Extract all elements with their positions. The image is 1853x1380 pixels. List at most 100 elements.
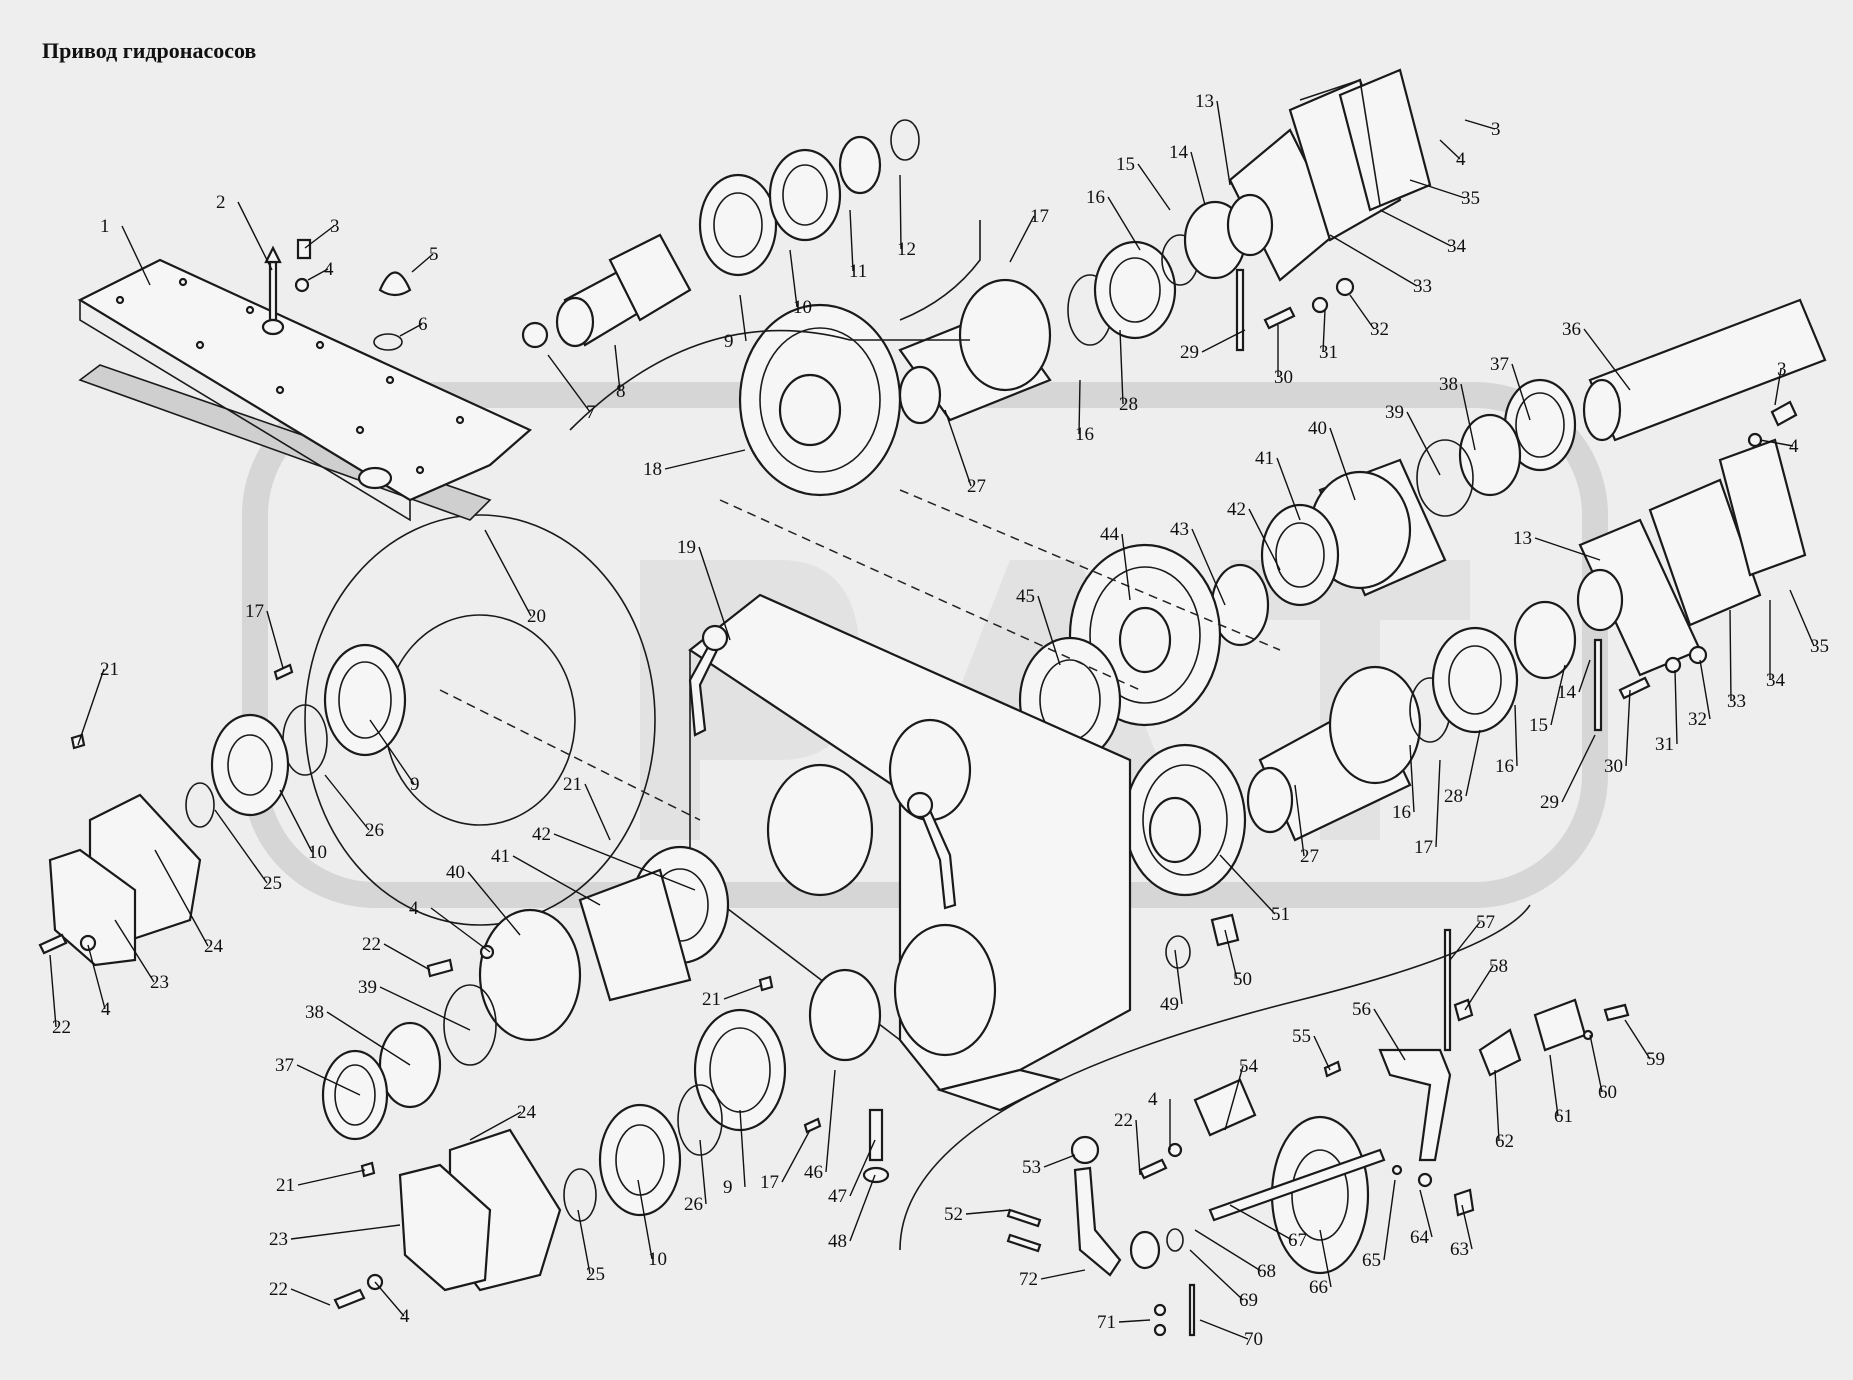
leader-line bbox=[1511, 363, 1531, 421]
leader-line bbox=[637, 1179, 653, 1260]
washer-4-right bbox=[1747, 432, 1763, 448]
callout-number: 30 bbox=[1274, 367, 1293, 388]
callout-number: 28 bbox=[1444, 786, 1463, 807]
callout-2: 2 bbox=[216, 192, 273, 271]
callout-number: 41 bbox=[1255, 448, 1274, 469]
leader-line bbox=[369, 719, 415, 785]
callout-number: 69 bbox=[1239, 1290, 1258, 1311]
callout-number: 14 bbox=[1557, 682, 1577, 703]
callout-number: 21 bbox=[563, 774, 582, 795]
callout-number: 25 bbox=[586, 1264, 605, 1285]
callout-number: 60 bbox=[1598, 1082, 1617, 1103]
leader-line bbox=[1224, 929, 1238, 980]
callout-27: 27 bbox=[944, 409, 986, 497]
bearing-cover-left bbox=[48, 793, 202, 967]
callout-25: 25 bbox=[577, 1209, 605, 1285]
callout-33: 33 bbox=[1727, 609, 1746, 712]
connector-arc-bottom bbox=[899, 904, 1531, 1251]
callout-number: 23 bbox=[150, 972, 169, 993]
gear-18 bbox=[738, 303, 902, 497]
leader-line bbox=[825, 1069, 836, 1173]
leader-line bbox=[297, 1169, 366, 1186]
bolt-22-lower bbox=[426, 958, 454, 978]
callout-number: 65 bbox=[1362, 1250, 1381, 1271]
leader-line bbox=[1379, 209, 1452, 247]
callout-number: 3 bbox=[1491, 119, 1501, 140]
leader-line bbox=[290, 1224, 401, 1240]
callout-54: 54 bbox=[1224, 1056, 1259, 1131]
assembly-line-2 bbox=[439, 689, 701, 821]
callout-63: 63 bbox=[1450, 1204, 1473, 1260]
callout-35: 35 bbox=[1789, 589, 1829, 657]
leader-line bbox=[399, 323, 423, 337]
callout-1: 1 bbox=[100, 216, 151, 286]
leader-line bbox=[411, 253, 434, 273]
callout-6: 6 bbox=[399, 314, 428, 337]
leader-line bbox=[1406, 411, 1441, 476]
callout-number: 52 bbox=[944, 1204, 963, 1225]
leader-line bbox=[739, 1109, 746, 1188]
callout-42: 42 bbox=[532, 824, 696, 891]
bearing-hub-lower-left bbox=[321, 845, 730, 1141]
leader-line bbox=[1549, 1054, 1559, 1117]
callout-33: 33 bbox=[1329, 234, 1432, 297]
callout-number: 41 bbox=[491, 846, 510, 867]
leader-line bbox=[154, 849, 209, 947]
callout-68: 68 bbox=[1194, 1229, 1276, 1282]
leader-line bbox=[899, 174, 902, 250]
diagram-title: Привод гидронасосов bbox=[42, 38, 257, 63]
leader-line bbox=[1135, 1119, 1141, 1176]
callout-40: 40 bbox=[446, 862, 521, 936]
leader-line bbox=[1514, 704, 1518, 767]
callout-16: 16 bbox=[1392, 744, 1415, 823]
leader-line bbox=[1276, 457, 1301, 521]
assembly-line-1 bbox=[719, 499, 1141, 691]
gear-51 bbox=[1123, 743, 1247, 897]
callout-22: 22 bbox=[362, 934, 431, 971]
callout-number: 66 bbox=[1309, 1277, 1328, 1298]
callout-number: 64 bbox=[1410, 1227, 1430, 1248]
pin-29 bbox=[1235, 268, 1245, 352]
callout-4: 4 bbox=[1148, 1089, 1171, 1150]
bearing-cover-lower bbox=[398, 1128, 562, 1292]
leader-line bbox=[965, 1209, 1011, 1215]
callout-22: 22 bbox=[1114, 1110, 1141, 1176]
callout-13: 13 bbox=[1195, 91, 1231, 186]
leader-line bbox=[1460, 383, 1476, 451]
callout-number: 10 bbox=[308, 842, 327, 863]
callout-number: 39 bbox=[358, 977, 377, 998]
callout-number: 56 bbox=[1352, 999, 1371, 1020]
callout-61: 61 bbox=[1549, 1054, 1573, 1127]
shift-lever-knob bbox=[906, 791, 934, 819]
leader-line bbox=[296, 1064, 361, 1096]
callout-number: 49 bbox=[1160, 994, 1179, 1015]
callout-41: 41 bbox=[1255, 448, 1301, 521]
leader-line bbox=[374, 1281, 405, 1317]
leader-line bbox=[1322, 309, 1326, 353]
leader-line bbox=[1174, 949, 1183, 1005]
callout-number: 20 bbox=[527, 606, 546, 627]
callout-31: 31 bbox=[1319, 309, 1338, 363]
leader-line bbox=[1419, 1189, 1433, 1238]
leader-line bbox=[849, 209, 854, 272]
callout-number: 42 bbox=[1227, 499, 1246, 520]
washer-31-right bbox=[1664, 656, 1682, 674]
callout-number: 50 bbox=[1233, 969, 1252, 990]
callout-number: 22 bbox=[52, 1017, 71, 1038]
callout-number: 4 bbox=[101, 999, 111, 1020]
leader-line bbox=[379, 986, 471, 1031]
leader-line bbox=[1121, 533, 1131, 601]
callout-number: 24 bbox=[204, 936, 224, 957]
callout-number: 17 bbox=[1030, 206, 1049, 227]
callout-number: 34 bbox=[1447, 236, 1467, 257]
callout-number: 37 bbox=[275, 1055, 294, 1076]
callout-number: 4 bbox=[324, 259, 334, 280]
bolt-3 bbox=[296, 238, 312, 260]
callout-number: 37 bbox=[1490, 354, 1509, 375]
leader-line bbox=[484, 529, 532, 617]
leader-line bbox=[1624, 1019, 1651, 1060]
callout-number: 22 bbox=[269, 1279, 288, 1300]
leader-line bbox=[1550, 664, 1566, 726]
leader-line bbox=[87, 944, 106, 1010]
callout-34: 34 bbox=[1766, 600, 1786, 691]
